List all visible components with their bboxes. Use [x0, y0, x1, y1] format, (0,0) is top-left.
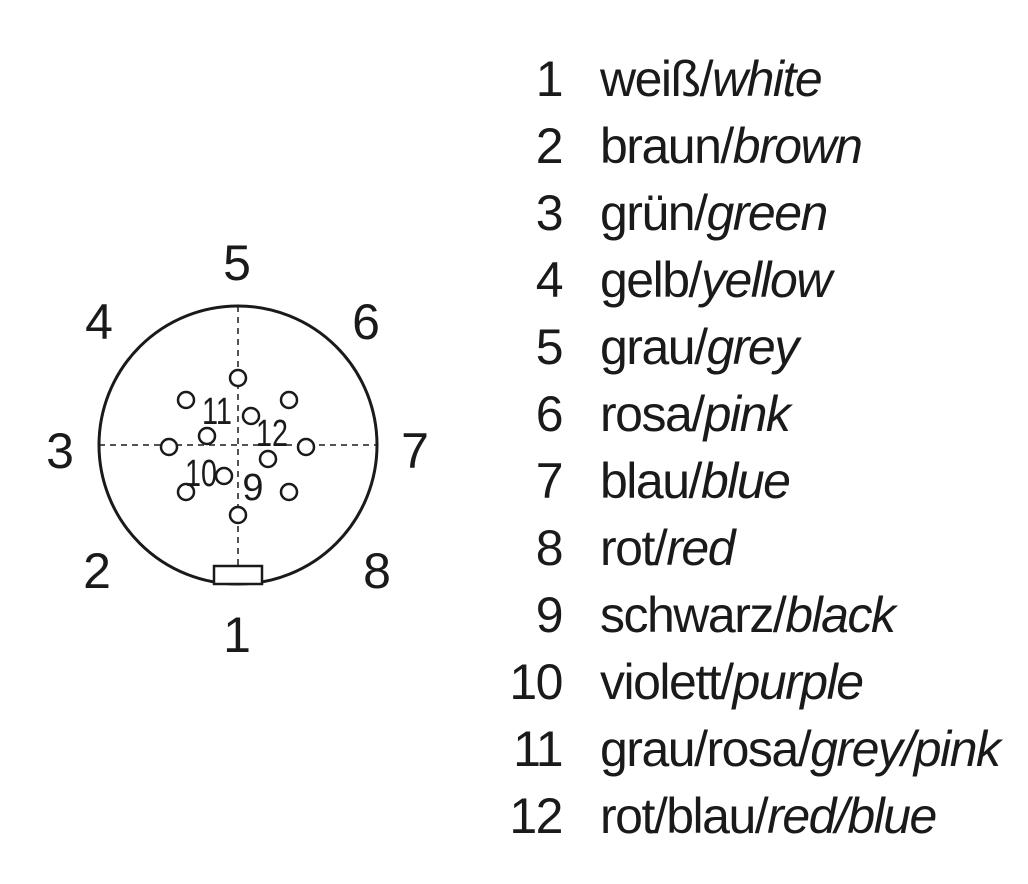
legend-pin-number: 6: [535, 386, 564, 442]
legend-row-9: 9 schwarz/black: [500, 582, 1020, 649]
legend-row-6: 6 rosa/pink: [500, 381, 1020, 448]
legend-color-text: rot/red: [600, 515, 736, 582]
pin-2-contact: [176, 482, 196, 502]
legend-color-german: grün/: [600, 185, 708, 241]
legend-color-german: gelb/: [600, 252, 702, 308]
pin-label-5: 5: [223, 235, 251, 291]
pin-9-contact: [258, 449, 278, 469]
coding-key: [212, 564, 264, 586]
legend-row-12: 12 rot/blau/red/blue: [500, 783, 1020, 850]
pin-label-8: 8: [363, 543, 391, 599]
legend-color-english: white: [711, 51, 823, 107]
legend-row-10: 10 violett/purple: [500, 649, 1020, 716]
legend-pin-number: 11: [513, 721, 563, 777]
legend-color-text: blau/blue: [600, 448, 791, 515]
legend-color-text: braun/brown: [600, 113, 863, 180]
pin-label-9: 9: [242, 467, 263, 509]
legend-color-english: yellow: [700, 252, 832, 308]
legend-pin-number: 5: [535, 319, 564, 375]
pin-label-1: 1: [223, 607, 251, 663]
pin-4-contact: [176, 390, 196, 410]
legend-color-text: grau/rosa/grey/pink: [600, 716, 1001, 783]
legend-color-text: grün/green: [600, 180, 828, 247]
legend-color-english: pink: [703, 386, 791, 442]
legend-color-german: schwarz/: [600, 587, 787, 643]
legend-color-german: braun/: [600, 118, 734, 174]
connector-pinout-diagram: 1 2 3 4 5 6 7 8 9 10 11 12: [46, 235, 429, 663]
legend-row-11: 11 grau/rosa/grey/pink: [500, 716, 1020, 783]
legend-pin-number: 7: [535, 453, 564, 509]
legend-row-3: 3 grün/green: [500, 180, 1020, 247]
legend-pin-number: 3: [535, 185, 564, 241]
legend-row-2: 2 braun/brown: [500, 113, 1020, 180]
pin-5-contact: [228, 368, 248, 388]
legend-color-text: schwarz/black: [600, 582, 896, 649]
legend-color-text: rot/blau/red/blue: [600, 783, 937, 850]
legend-row-7: 7 blau/blue: [500, 448, 1020, 515]
pin-7-contact: [296, 437, 316, 457]
pin-8-contact: [279, 482, 299, 502]
pin-label-12: 12: [256, 413, 288, 455]
legend-color-english: green: [706, 185, 828, 241]
legend-color-german: blau/: [600, 453, 702, 509]
legend-color-german: grau/rosa/: [600, 721, 812, 777]
legend-pin-number: 4: [535, 252, 564, 308]
pin-label-7: 7: [401, 423, 429, 479]
pin-label-10: 10: [185, 453, 217, 495]
legend-color-english: red: [666, 520, 735, 576]
legend-row-1: 1 weiß/white: [500, 46, 1020, 113]
legend-pin-number: 2: [535, 118, 564, 174]
legend-color-english: purple: [732, 654, 865, 710]
legend-pin-number: 1: [535, 51, 564, 107]
pin-label-4: 4: [85, 294, 113, 350]
legend-pin-number: 12: [509, 788, 563, 844]
legend-color-english: blue: [700, 453, 791, 509]
legend-color-english: red/blue: [767, 788, 937, 844]
pin-label-6: 6: [352, 294, 380, 350]
legend-color-text: weiß/white: [600, 46, 823, 113]
pin-10-contact: [214, 466, 234, 486]
legend-color-english: grey/pink: [810, 721, 1001, 777]
pin-6-contact: [279, 390, 299, 410]
legend-color-english: brown: [732, 118, 863, 174]
legend-color-german: grau/: [600, 319, 708, 375]
legend-color-text: gelb/yellow: [600, 247, 832, 314]
pin-label-11: 11: [202, 391, 232, 433]
legend-color-text: violett/purple: [600, 649, 865, 716]
pin-12-contact: [241, 406, 261, 426]
legend-color-english: black: [785, 587, 896, 643]
legend-color-text: rosa/pink: [600, 381, 791, 448]
pin-3-contact: [159, 437, 179, 457]
legend-color-text: grau/grey: [600, 314, 799, 381]
legend-row-8: 8 rot/red: [500, 515, 1020, 582]
pin-label-3: 3: [46, 423, 74, 479]
legend-color-german: violett/: [600, 654, 734, 710]
pin-11-contact: [197, 426, 217, 446]
pin-label-2: 2: [83, 543, 111, 599]
legend-row-4: 4 gelb/yellow: [500, 247, 1020, 314]
legend-pin-number: 9: [535, 587, 564, 643]
legend-color-german: weiß/: [600, 51, 713, 107]
wire-color-legend: 1 weiß/white 2 braun/brown 3 grün/green …: [500, 46, 1020, 850]
legend-color-german: rot/: [600, 520, 668, 576]
pin-1-contact: [228, 505, 248, 525]
legend-pin-number: 10: [509, 654, 563, 710]
legend-color-english: grey: [706, 319, 799, 375]
legend-color-german: rot/blau/: [600, 788, 769, 844]
legend-row-5: 5 grau/grey: [500, 314, 1020, 381]
legend-pin-number: 8: [535, 520, 564, 576]
legend-color-german: rosa/: [600, 386, 705, 442]
